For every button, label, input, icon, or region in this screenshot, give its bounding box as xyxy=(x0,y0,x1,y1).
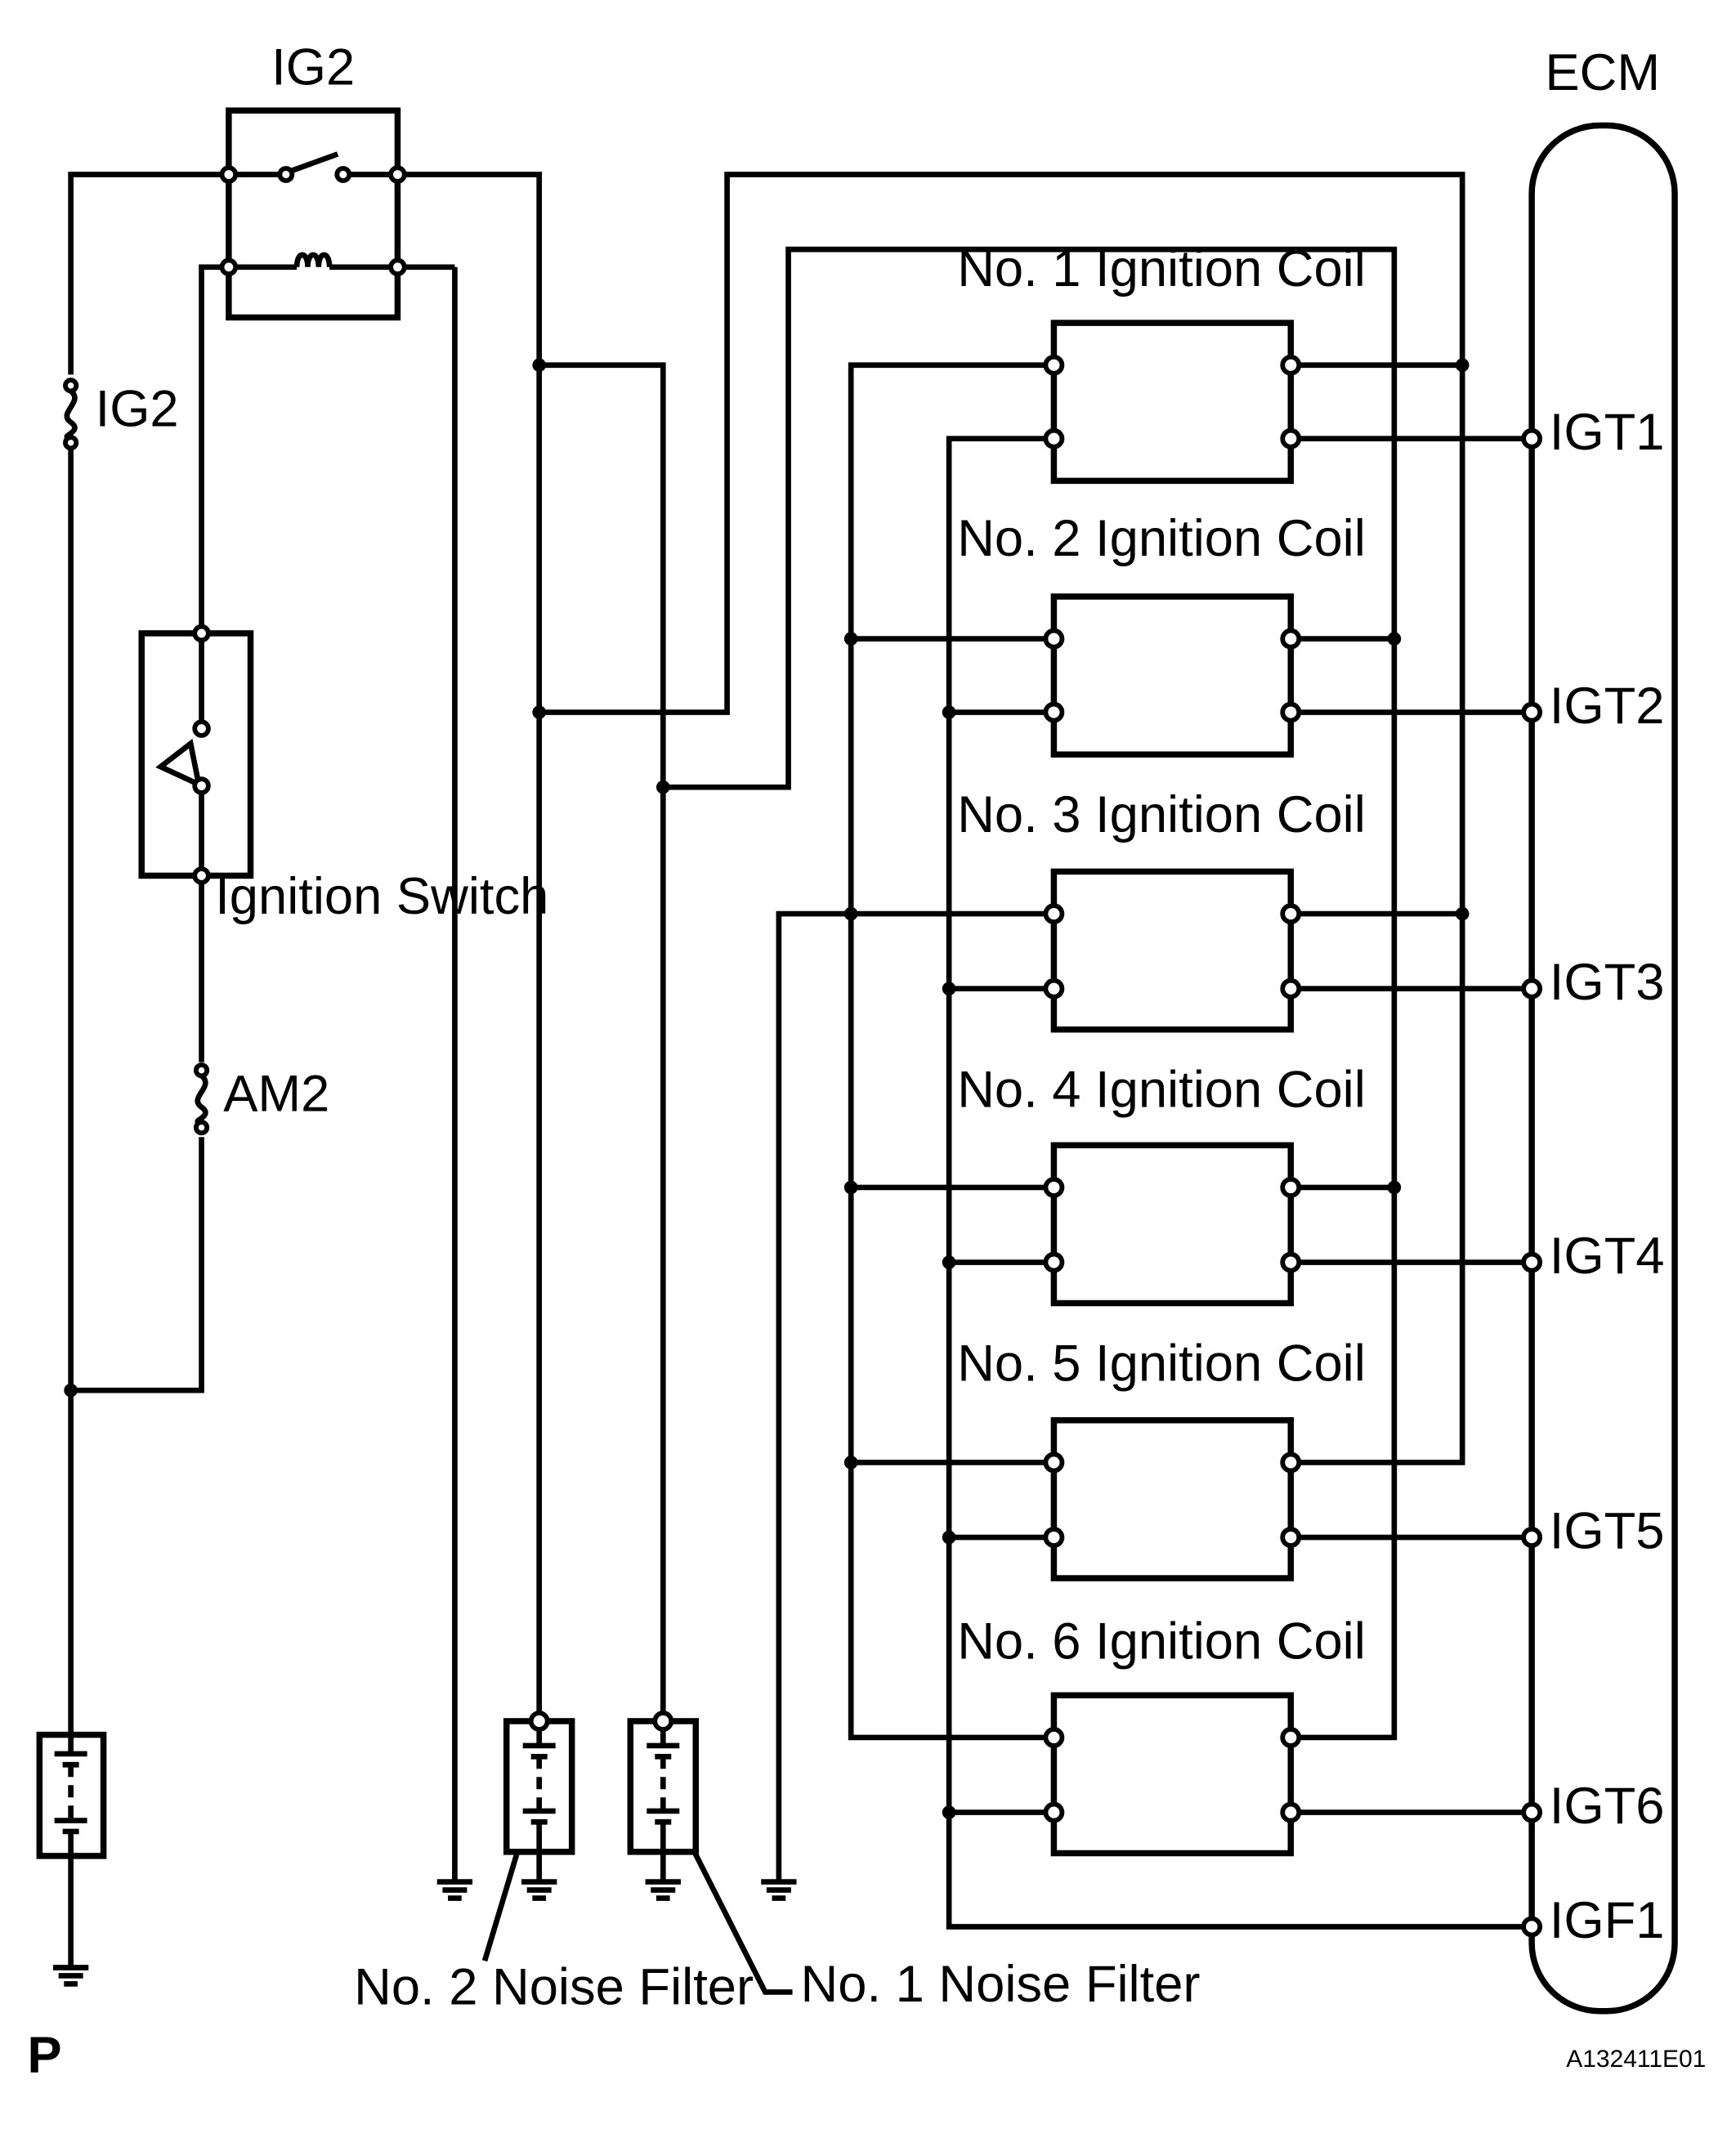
ignition-switch xyxy=(138,624,254,885)
ig2-relay xyxy=(219,107,407,321)
coil-2-label: No. 2 Ignition Coil xyxy=(957,510,1366,567)
ecm-terminal-igt4: IGT4 xyxy=(1550,1228,1665,1285)
ecm-label: ECM xyxy=(1545,44,1660,101)
battery-icon xyxy=(36,1731,107,1859)
igf1-bus xyxy=(946,436,1532,1930)
ignition-coils xyxy=(1043,320,1302,1857)
labels: IG2 IG2 AM2 Ignition Switch ECM No. 1 Ig… xyxy=(27,39,1706,2084)
ig-branch-wire xyxy=(539,362,666,1713)
ignition-coil-5 xyxy=(1043,1417,1302,1581)
figure-id: A132411E01 xyxy=(1566,2046,1706,2073)
footer-left-mark: P xyxy=(27,2027,61,2084)
ecm-terminal-igt3: IGT3 xyxy=(1550,954,1665,1011)
ecm-block xyxy=(1521,122,1678,2015)
no2-noise-filter-label: No. 2 Noise Filter xyxy=(354,1958,754,2015)
coil-1-label: No. 1 Ignition Coil xyxy=(957,240,1366,297)
coil-3-label: No. 3 Ignition Coil xyxy=(957,786,1366,843)
coil-ground-drop xyxy=(776,910,852,1882)
junction-dots xyxy=(64,358,1470,1819)
ignition-coil-6 xyxy=(1043,1692,1302,1857)
ecm-terminal-igf1: IGF1 xyxy=(1550,1892,1665,1949)
ground-icon xyxy=(521,1879,557,1901)
coil-6-label: No. 6 Ignition Coil xyxy=(957,1612,1366,1670)
ecm-terminal-igt2: IGT2 xyxy=(1550,678,1665,735)
ground-icon xyxy=(436,1879,473,1901)
ignition-switch-label: Ignition Switch xyxy=(215,868,548,925)
ignition-coil-1 xyxy=(1043,320,1302,485)
ground-symbols xyxy=(52,1879,797,1987)
ecm-terminal-igt5: IGT5 xyxy=(1550,1502,1665,1559)
ground-icon xyxy=(645,1879,681,1901)
no1-noise-filter-label: No. 1 Noise Filter xyxy=(801,1956,1201,2013)
ig-output-wire xyxy=(397,172,543,1713)
ignition-coil-2 xyxy=(1043,593,1302,758)
ecm-terminal-igt1: IGT1 xyxy=(1550,404,1665,461)
ignition-coil-4 xyxy=(1043,1142,1302,1307)
am2-fuse-label: AM2 xyxy=(223,1066,329,1123)
ground-icon xyxy=(761,1879,797,1901)
no2-filter-leader xyxy=(481,1850,521,1962)
coil-4-label: No. 4 Ignition Coil xyxy=(957,1062,1366,1119)
coil-5-label: No. 5 Ignition Coil xyxy=(957,1335,1366,1392)
battery-supply-wire xyxy=(68,172,229,1735)
ground-icon xyxy=(52,1965,89,1987)
wiring xyxy=(68,172,1532,1995)
no1-filter-leader xyxy=(691,1850,793,1995)
coil-ground-bus xyxy=(848,362,1054,1741)
no2-noise-filter xyxy=(503,1711,575,1882)
ig-coil-supply-wire-b xyxy=(663,246,1398,1741)
ig2-fuse-label: IG2 xyxy=(96,381,179,438)
ig-coil-supply-wire-a xyxy=(539,172,1465,1465)
ignition-coil-3 xyxy=(1043,868,1302,1033)
ecm-terminal-igt6: IGT6 xyxy=(1550,1778,1665,1835)
am2-fuse xyxy=(190,1062,213,1138)
ig2-fuse xyxy=(60,374,82,451)
no1-noise-filter xyxy=(627,1711,700,1882)
relay-label: IG2 xyxy=(271,39,355,96)
